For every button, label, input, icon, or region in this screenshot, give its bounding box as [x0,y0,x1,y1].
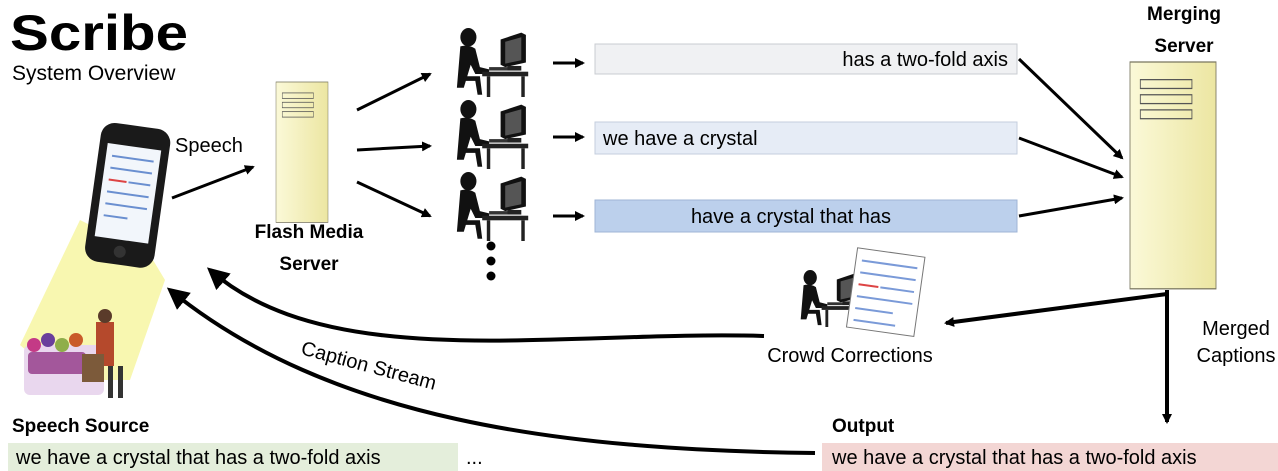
flash-server-label-line1: Flash Media [255,222,364,243]
diagram-subtitle: System Overview [12,62,176,85]
flash-server-label-line2: Server [279,254,339,275]
arrow-output-to-phone [166,287,816,455]
speech-source-label: Speech Source [12,416,149,437]
worker-icon-1 [456,28,529,97]
merged-captions-label-line2: Captions [1197,345,1276,367]
arrow-merger-to-crowd [944,292,1168,327]
output-label: Output [832,416,895,437]
flash-media-server-icon [275,81,329,223]
arrow-crowd-to-phone [206,267,765,343]
speech-source-ellipsis: ... [466,447,483,469]
arrow-flash-to-worker-3 [356,180,432,218]
caption-box-2 [594,121,1018,155]
merging-server-label-line2: Server [1154,36,1214,57]
output-text: we have a crystal that has a two-fold ax… [831,447,1197,469]
speech-source-text: we have a crystal that has a two-fold ax… [15,447,381,469]
caption-stream-label: Caption Stream [299,338,439,395]
speech-source-text-highlight [8,443,458,471]
arrow-flash-to-worker-2 [356,141,432,152]
speech-label: Speech [175,135,243,157]
merged-captions-label-line1: Merged [1202,318,1270,340]
smartphone-icon [85,122,171,268]
more-workers-ellipsis-icon [486,241,496,281]
arrow-phone-to-flash-server [171,165,255,200]
speech-source-presenter-icon [24,309,123,398]
caption-box-1 [594,43,1018,75]
transcript-document-icon [845,247,926,338]
caption-text-3: have a crystal that has [691,206,891,228]
worker-icon-3 [456,172,529,241]
arrow-caption-3-to-merger [1018,194,1124,218]
caption-text-2: we have a crystal [602,128,758,150]
arrow-caption-1-to-merger [1017,57,1124,160]
worker-icon-2 [456,100,529,169]
merging-server-icon [1129,61,1217,290]
diagram-title: Scribe [10,5,188,61]
arrow-caption-2-to-merger [1018,136,1124,179]
crowd-corrections-label: Crowd Corrections [767,345,933,367]
arrow-flash-to-worker-1 [356,72,432,112]
caption-box-3 [594,199,1018,233]
output-text-highlight [822,443,1278,471]
caption-text-1: has a two-fold axis [842,49,1008,71]
merging-server-label-line1: Merging [1147,4,1221,25]
